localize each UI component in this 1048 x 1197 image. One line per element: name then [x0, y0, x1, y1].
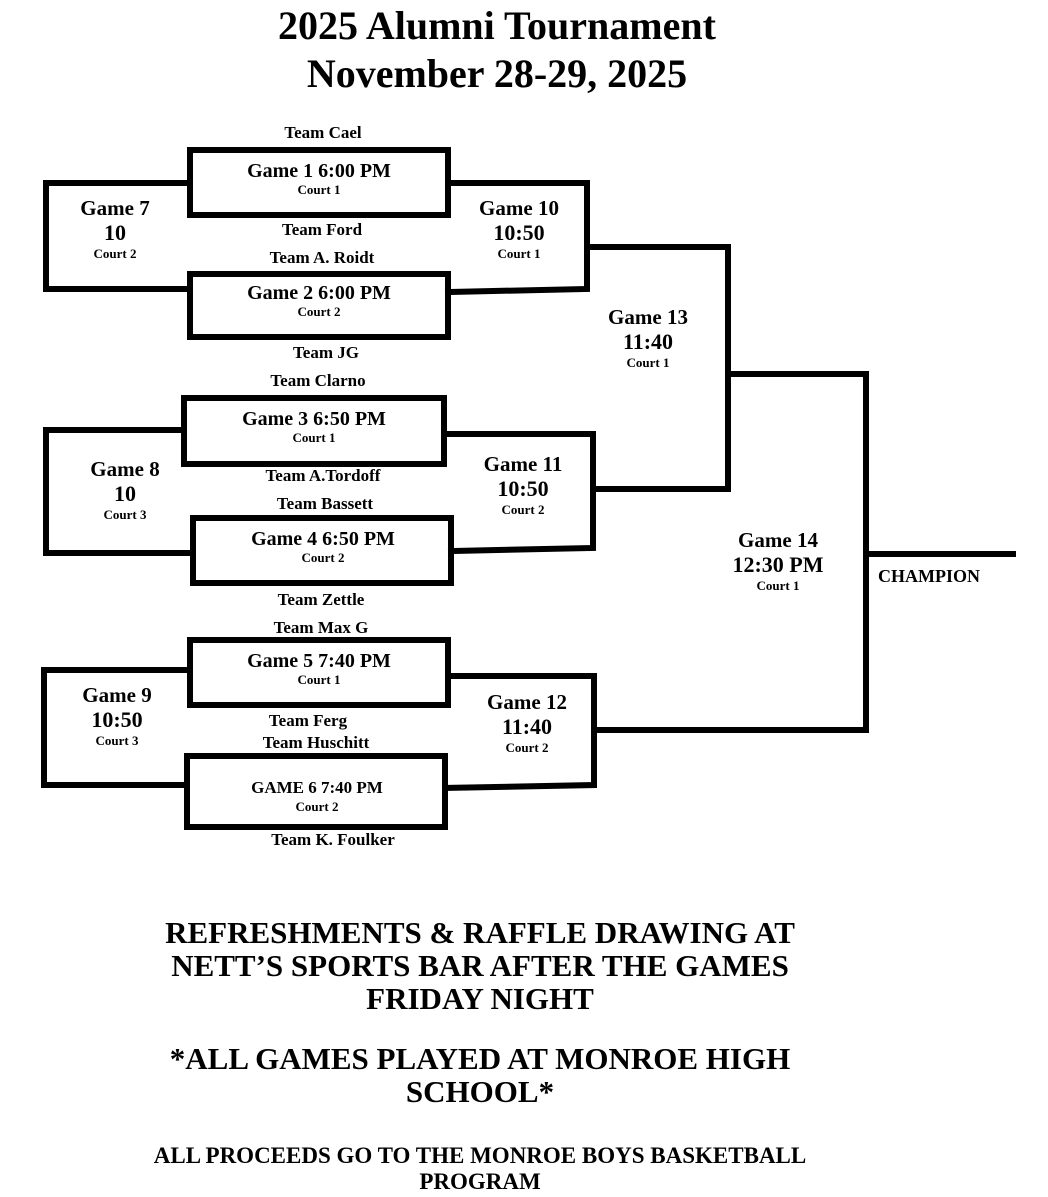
game-8-title: Game 8	[90, 457, 160, 481]
game-6-label: GAME 6 7:40 PM Court 2	[187, 777, 447, 815]
game-10-bracket	[444, 180, 590, 296]
proceeds-line-2: PROGRAM	[419, 1169, 541, 1194]
refreshments-line-2: NETT’S SPORTS BAR AFTER THE GAMES	[171, 948, 789, 983]
game-4-label: Game 4 6:50 PM Court 2	[193, 528, 453, 566]
refreshments-line-1: REFRESHMENTS & RAFFLE DRAWING AT	[165, 915, 795, 950]
game-12-court: Court 2	[505, 740, 549, 755]
game-6-court: Court 2	[295, 799, 339, 814]
game-11-title: Game 11	[483, 452, 563, 476]
title-line-2: November 28-29, 2025	[306, 51, 688, 96]
game-9-court: Court 3	[95, 733, 139, 748]
game-8-time: 10	[114, 481, 136, 506]
game-11-time: 10:50	[497, 476, 549, 501]
game-7-time: 10	[104, 220, 126, 245]
game-1-title: Game 1 6:00 PM	[247, 160, 391, 182]
game-7-bracket	[43, 180, 193, 292]
title-line-1: 2025 Alumni Tournament	[278, 3, 716, 48]
game-8-bracket	[43, 427, 196, 556]
game-13-time: 11:40	[622, 329, 674, 354]
game-10-court: Court 1	[497, 246, 541, 261]
team-bassett: Team Bassett	[276, 494, 374, 513]
refreshments-line-3: FRIDAY NIGHT	[366, 981, 594, 1016]
team-huschitt: Team Huschitt	[262, 733, 370, 752]
game-11-court: Court 2	[501, 502, 545, 517]
game-6-box	[184, 753, 448, 830]
game-8-court: Court 3	[103, 507, 147, 522]
game-5-title: Game 5 7:40 PM	[247, 650, 391, 672]
game-13-label: Game 13 11:40 Court 1	[568, 305, 728, 371]
game-14-title: Game 14	[738, 528, 818, 552]
game-14-court: Court 1	[756, 578, 800, 593]
game-9-bracket	[41, 667, 193, 788]
game-2-label: Game 2 6:00 PM Court 2	[189, 282, 449, 320]
game-7-court: Court 2	[93, 246, 137, 261]
game-8-label: Game 8 10 Court 3	[45, 457, 205, 523]
champion-label: CHAMPION	[878, 566, 980, 586]
team-a-roidt: Team A. Roidt	[269, 248, 375, 267]
game-12-time: 11:40	[501, 714, 553, 739]
team-cael: Team Cael	[284, 123, 362, 142]
game-9-label: Game 9 10:50 Court 3	[37, 683, 197, 749]
game-13-title: Game 13	[608, 305, 688, 329]
game-9-title: Game 9	[82, 683, 152, 707]
team-k-foulker: Team K. Foulker	[271, 830, 395, 849]
game-1-court: Court 1	[297, 182, 341, 197]
team-zettle: Team Zettle	[277, 590, 365, 609]
game-10-label: Game 10 10:50 Court 1	[439, 196, 599, 262]
game-2-court: Court 2	[297, 304, 341, 319]
team-a-tordoff: Team A.Tordoff	[265, 466, 381, 485]
game-11-label: Game 11 10:50 Court 2	[443, 452, 603, 518]
game-3-label: Game 3 6:50 PM Court 1	[184, 408, 444, 446]
game-2-box	[187, 271, 451, 340]
team-jg: Team JG	[293, 343, 359, 362]
location-line-1: *ALL GAMES PLAYED AT MONROE HIGH	[169, 1041, 791, 1076]
team-max-g: Team Max G	[273, 618, 369, 637]
game-7-label: Game 7 10 Court 2	[35, 196, 195, 262]
game-10-time: 10:50	[493, 220, 545, 245]
game-4-court: Court 2	[301, 550, 345, 565]
game-12-title: Game 12	[487, 690, 567, 714]
game-3-title: Game 3 6:50 PM	[242, 408, 386, 430]
game-6-title: GAME 6 7:40 PM	[251, 778, 383, 797]
location-line-2: SCHOOL*	[405, 1074, 555, 1109]
game-3-court: Court 1	[292, 430, 336, 445]
game-12-label: Game 12 11:40 Court 2	[447, 690, 607, 756]
game-13-court: Court 1	[626, 355, 670, 370]
game-5-court: Court 1	[297, 672, 341, 687]
team-ferg: Team Ferg	[268, 711, 348, 730]
game-14-time: 12:30 PM	[732, 552, 824, 577]
game-9-time: 10:50	[91, 707, 143, 732]
game-5-label: Game 5 7:40 PM Court 1	[189, 650, 449, 688]
game-7-title: Game 7	[80, 196, 150, 220]
game-4-title: Game 4 6:50 PM	[251, 528, 395, 550]
team-clarno: Team Clarno	[270, 371, 366, 390]
game-10-title: Game 10	[479, 196, 559, 220]
proceeds-line-1: ALL PROCEEDS GO TO THE MONROE BOYS BASKE…	[153, 1143, 807, 1168]
game-14-label: Game 14 12:30 PM Court 1	[698, 528, 858, 594]
game-1-label: Game 1 6:00 PM Court 1	[189, 160, 449, 198]
game-2-title: Game 2 6:00 PM	[247, 282, 391, 304]
team-ford: Team Ford	[281, 220, 363, 239]
